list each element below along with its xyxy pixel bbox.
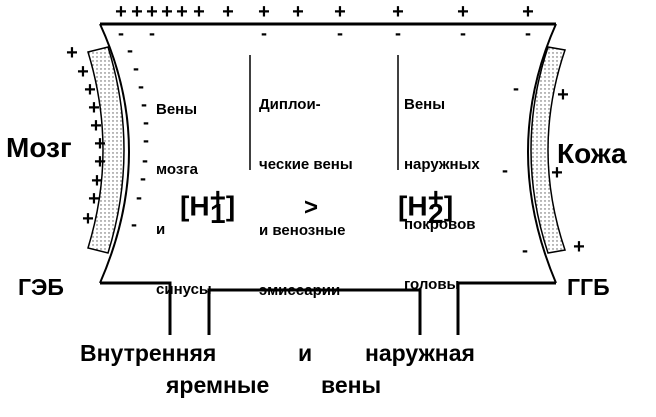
bbb-label: ГЭБ [18, 274, 64, 300]
skin-minus-2: - [502, 160, 508, 180]
concentration-left: [H+1] [180, 182, 236, 229]
column-brain-veins-line-4: синусы [156, 281, 212, 298]
brain-minus-10: - [131, 214, 137, 234]
top-minus-7: - [525, 23, 531, 43]
column-brain-veins-line-2: мозга [156, 161, 198, 178]
brain-minus-7: - [142, 150, 148, 170]
top-plus-2: + [131, 1, 143, 23]
brain-plus-5: + [90, 115, 102, 137]
brain-minus-1: - [127, 40, 133, 60]
brain-minus-5: - [143, 112, 149, 132]
column-scalp-line-3: покровов [404, 216, 476, 233]
caption-and: и [298, 340, 313, 366]
top-plus-9: + [292, 1, 304, 23]
brain-minus-2: - [133, 58, 139, 78]
caption-internal: Внутренняя [80, 340, 217, 366]
skin-minus-3: - [522, 240, 528, 260]
conc-right-sub: 2 [427, 198, 444, 229]
brain-plus-4: + [88, 97, 100, 119]
column-brain-veins: Вены мозга и синусы [156, 60, 212, 340]
column-scalp-line-1: Вены [404, 96, 446, 113]
brain-plus-8: + [91, 170, 103, 192]
brain-plus-7: + [94, 151, 106, 173]
brain-plus-1: + [66, 42, 78, 64]
top-plus-12: + [457, 1, 469, 23]
column-scalp-veins: Вены наружных покровов головы [404, 55, 480, 335]
right-wall-curve [527, 23, 557, 284]
top-plus-3: + [146, 1, 158, 23]
column-scalp-line-2: наружных [404, 156, 480, 173]
top-plus-4: + [161, 1, 173, 23]
concentration-relation: > [304, 194, 319, 221]
conc-right-base: H [407, 190, 428, 222]
skin-label: Кожа [557, 138, 627, 169]
top-plus-1: + [115, 1, 127, 23]
brain-plus-9: + [88, 188, 100, 210]
top-minus-1: - [118, 23, 124, 43]
column-diploic-line-2: ческие вены [259, 156, 353, 173]
brain-plus-3: + [84, 79, 96, 101]
caption-veins: вены [321, 372, 382, 398]
outflow-outline [100, 281, 556, 335]
caption-jugular: яремные [166, 372, 270, 398]
column-diploic-veins: Диплои- ческие вены и венозные эмиссарии [259, 55, 353, 341]
top-minus-4: - [337, 23, 343, 43]
skin-membrane [530, 46, 566, 254]
top-minus-6: - [460, 23, 466, 43]
top-plus-5: + [176, 1, 188, 23]
left-wall-curve [99, 23, 130, 284]
brain-membrane [87, 46, 125, 254]
skin-plus-1: + [557, 84, 569, 106]
skin-plus-3: + [573, 236, 585, 258]
column-diploic-line-3: и венозные [259, 222, 346, 239]
brain-label: Мозг [6, 132, 72, 163]
brain-minus-6: - [143, 130, 149, 150]
top-plus-11: + [392, 1, 404, 23]
column-brain-veins-line-1: Вены [156, 101, 198, 118]
brain-minus-4: - [141, 94, 147, 114]
top-plus-6: + [193, 1, 205, 23]
column-diploic-line-1: Диплои- [259, 96, 321, 113]
top-plus-8: + [258, 1, 270, 23]
top-plus-10: + [334, 1, 346, 23]
column-brain-veins-line-3: и [156, 221, 166, 238]
conc-right-sup: + [427, 182, 444, 213]
brain-minus-9: - [136, 187, 142, 207]
top-minus-3: - [261, 23, 267, 43]
ggb-label: ГГБ [567, 274, 610, 300]
brain-minus-3: - [138, 76, 144, 96]
skin-minus-1: - [513, 78, 519, 98]
column-diploic-line-4: эмиссарии [259, 282, 341, 299]
top-minus-5: - [395, 23, 401, 43]
conc-left-sub: 1 [209, 198, 226, 229]
brain-plus-6: + [94, 133, 106, 155]
top-plus-13: + [522, 1, 534, 23]
top-plus-7: + [222, 1, 234, 23]
skin-plus-2: + [551, 162, 563, 184]
conc-left-sup: + [209, 182, 226, 213]
top-minus-2: - [149, 23, 155, 43]
column-scalp-line-4: головы [404, 276, 460, 293]
brain-minus-8: - [140, 168, 146, 188]
concentration-right: [H+2] [398, 182, 454, 229]
conc-left-base: H [189, 190, 210, 222]
caption-external: наружная [365, 340, 475, 366]
brain-plus-2: + [77, 61, 89, 83]
brain-plus-10: + [82, 208, 94, 230]
